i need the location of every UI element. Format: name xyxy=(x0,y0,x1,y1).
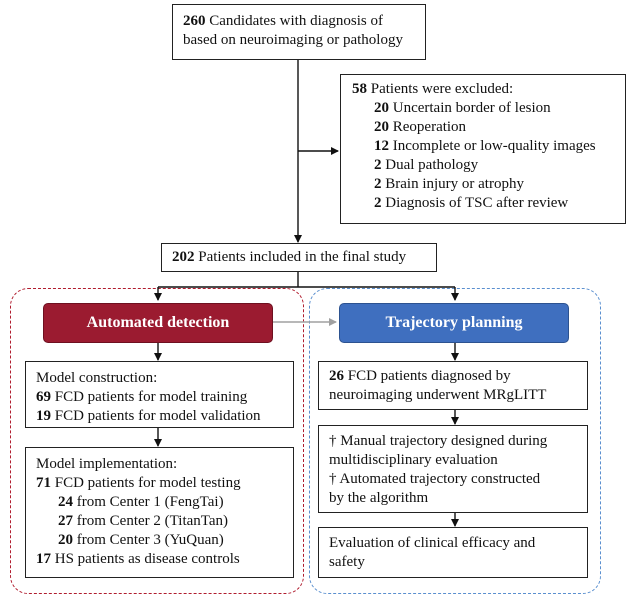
mrglitt-box: 26 FCD patients diagnosed by neuroimagin… xyxy=(318,361,588,410)
excluded-item: 20 Uncertain border of lesion xyxy=(374,100,551,116)
excluded-item: 12 Incomplete or low-quality images xyxy=(374,138,596,154)
excluded-item: 2 Diagnosis of TSC after review xyxy=(374,195,569,211)
excluded-header: 58 Patients were excluded: xyxy=(352,81,514,97)
model-implementation-box: Model implementation: 71 FCD patients fo… xyxy=(25,447,294,578)
model-construction-box: Model construction: 69 FCD patients for … xyxy=(25,361,294,428)
excluded-item: 2 Brain injury or atrophy xyxy=(374,176,524,192)
excluded-box: 58 Patients were excluded: 20 Uncertain … xyxy=(340,74,626,224)
automated-detection-group xyxy=(10,288,304,594)
excluded-item: 20 Reoperation xyxy=(374,119,467,135)
candidates-box: 260 Candidates with diagnosis of based o… xyxy=(172,4,426,60)
automated-detection-title: Automated detection xyxy=(43,303,273,343)
included-box: 202 Patients included in the final study xyxy=(161,243,437,272)
evaluation-box: Evaluation of clinical efficacy and safe… xyxy=(318,527,588,578)
trajectory-planning-title: Trajectory planning xyxy=(339,303,569,343)
excluded-item: 2 Dual pathology xyxy=(374,157,479,173)
trajectory-design-box: † Manual trajectory designed during mult… xyxy=(318,425,588,513)
